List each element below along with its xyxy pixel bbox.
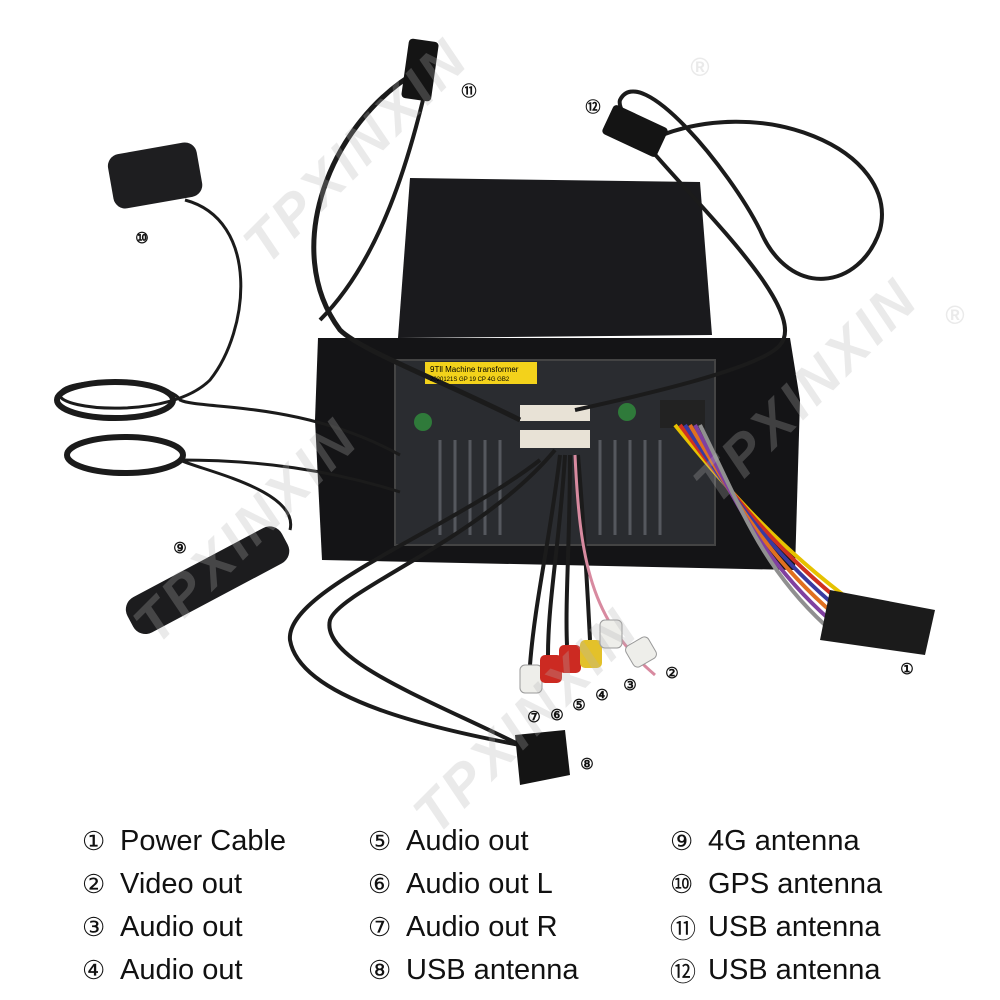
legend-column-2: ⑤ Audio out ⑥ Audio out L ⑦ Audio out R … [368,820,579,992]
power-socket [660,400,705,428]
legend-number: ⑫ [670,957,697,987]
legend-item-video-out: ② Video out [82,863,286,906]
legend-item-audio-out-4: ④ Audio out [82,949,286,992]
legend-item-4g-antenna: ⑨ 4G antenna [670,820,882,863]
callout-10: ⑩ [135,230,149,247]
legend-label: Audio out [120,911,243,943]
coil-2 [64,434,186,476]
usb-cable-11 [311,67,522,423]
legend-item-usb-antenna-8: ⑧ USB antenna [368,949,579,992]
legend-number: ③ [82,912,106,942]
legend-item-audio-out-3: ③ Audio out [82,906,286,949]
heatsink [438,440,662,535]
legend-item-usb-antenna-11: ⑪ USB antenna [670,906,882,949]
callout-5: ⑤ [572,697,586,714]
legend-number: ② [82,869,106,899]
legend-number: ⑩ [670,869,694,899]
connector-white-2 [520,430,590,448]
sticker-line1: 9Tll Machine transformer [430,365,519,374]
legend-number: ⑦ [368,912,392,942]
legend-label: Audio out R [406,911,558,943]
iso-connector [820,590,935,655]
legend-number: ① [82,826,106,856]
usb-cable-12 [574,89,884,412]
coil-1 [54,379,176,421]
callout-4: ④ [595,687,609,704]
connector-green-1 [414,413,432,431]
callout-1: ① [900,661,914,678]
usb-plug-12 [602,105,668,157]
4g-cable [179,458,292,531]
legend-number: ⑨ [670,826,694,856]
legend: ① Power Cable ② Video out ③ Audio out ④ … [0,820,1000,995]
legend-item-audio-out-5: ⑤ Audio out [368,820,579,863]
legend-label: Audio out L [406,868,553,900]
legend-label: GPS antenna [708,868,883,900]
connector-white-1 [520,405,590,421]
rca-plug-yellow [580,640,602,668]
legend-column-1: ① Power Cable ② Video out ③ Audio out ④ … [82,820,286,992]
callout-12: ⑫ [585,99,601,116]
usb-plug-8 [515,730,570,785]
usb-cable-8 [287,448,557,747]
legend-label: USB antenna [708,954,881,986]
rca-plug-white-2 [599,619,623,649]
coil-lead [179,458,401,494]
legend-label: Power Cable [120,825,287,857]
callout-2: ② [665,665,679,682]
callout-11: ⑪ [461,83,477,100]
callout-9: ⑨ [173,540,187,557]
callout-3: ③ [623,677,637,694]
legend-number: ⑧ [368,955,392,985]
usb-plug-11 [401,38,439,102]
legend-label: USB antenna [406,954,579,986]
callout-6: ⑥ [550,707,564,724]
legend-item-audio-out-l: ⑥ Audio out L [368,863,579,906]
legend-label: Video out [120,868,243,900]
legend-column-3: ⑨ 4G antenna ⑩ GPS antenna ⑪ USB antenna… [670,820,882,992]
rca-plug-red-1 [540,655,562,683]
legend-item-power-cable: ① Power Cable [82,820,286,863]
legend-item-usb-antenna-12: ⑫ USB antenna [670,949,882,992]
usb-cable-11-b [318,69,432,322]
callout-8: ⑧ [580,756,594,773]
power-harness [673,423,852,627]
legend-number: ⑥ [368,869,392,899]
legend-label: Audio out [406,825,529,857]
registered-mark-2: ® [945,300,969,330]
screen-back [398,178,712,338]
4g-antenna [125,526,290,635]
legend-item-gps-antenna: ⑩ GPS antenna [670,863,882,906]
sticker-line2: 2020121S GP 19 CP 4G GB2 [430,377,510,383]
legend-label: Audio out [120,954,243,986]
rca-plug-white-3 [625,636,657,668]
registered-mark-1: ® [690,52,714,82]
connector-green-2 [618,403,636,421]
legend-label: USB antenna [708,911,881,943]
rca-plug-red-2 [559,645,581,673]
legend-number: ④ [82,955,106,985]
sticker [425,362,537,384]
legend-item-audio-out-r: ⑦ Audio out R [368,906,579,949]
legend-label: 4G antenna [708,825,860,857]
legend-number: ⑤ [368,826,392,856]
product-photo: 9Tll Machine transformer 2020121S GP 19 … [54,38,935,785]
callout-7: ⑦ [527,709,541,726]
gps-antenna [107,142,203,209]
legend-number: ⑪ [670,914,697,944]
